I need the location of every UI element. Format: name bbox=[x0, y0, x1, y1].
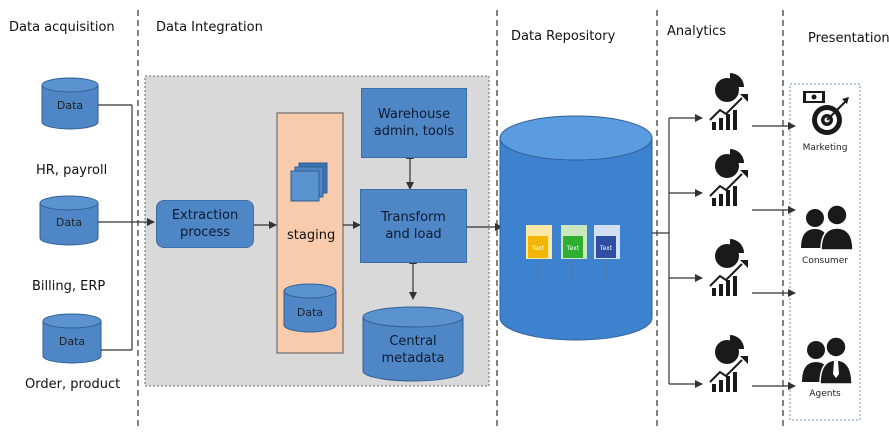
svg-text:Text: Text bbox=[531, 245, 545, 252]
central-metadata-db bbox=[362, 306, 464, 382]
source-db-1 bbox=[41, 77, 99, 130]
header-presentation: Presentation bbox=[808, 31, 889, 46]
staging-db bbox=[283, 283, 337, 333]
staging-db-label: Data bbox=[296, 306, 324, 319]
doc-icon-blue: Text bbox=[594, 225, 620, 283]
source-caption-order: Order, product bbox=[25, 377, 121, 392]
doc-icon-green: Text bbox=[561, 225, 587, 283]
consumer-label: Consumer bbox=[802, 256, 848, 266]
source-db-2-label: Data bbox=[55, 216, 83, 229]
staging-label: staging bbox=[287, 228, 336, 243]
analytics-icon-3 bbox=[709, 239, 748, 296]
analytics-icon-1 bbox=[709, 73, 748, 130]
source-caption-billing: Billing, ERP bbox=[32, 279, 106, 294]
analytics-to-presentation bbox=[752, 122, 796, 390]
svg-text:Text: Text bbox=[599, 245, 613, 252]
target-icon bbox=[803, 91, 849, 135]
integration-arrows bbox=[254, 151, 503, 300]
source-connectors bbox=[98, 104, 155, 351]
header-integration: Data Integration bbox=[156, 20, 263, 35]
analytics-icon-2 bbox=[709, 149, 748, 206]
warehouse-admin-box: Warehouse admin, tools bbox=[361, 88, 467, 158]
doc-icon-yellow: Text bbox=[526, 225, 552, 283]
agents-icon bbox=[802, 336, 853, 385]
extraction-process-box: Extraction process bbox=[156, 200, 254, 248]
source-caption-hr: HR, payroll bbox=[36, 163, 108, 178]
header-repository: Data Repository bbox=[511, 29, 616, 44]
header-acquisition: Data acquisition bbox=[9, 20, 115, 35]
source-db-3 bbox=[42, 313, 102, 364]
repository-docs: Text Text Text bbox=[526, 225, 620, 283]
agents-label: Agents bbox=[809, 389, 841, 399]
staging-pages-icon bbox=[290, 162, 328, 202]
source-db-3-label: Data bbox=[58, 335, 86, 348]
source-db-1-label: Data bbox=[56, 99, 84, 112]
central-metadata-label: Central metadata bbox=[381, 334, 445, 366]
marketing-label: Marketing bbox=[802, 143, 848, 153]
repository-to-analytics bbox=[652, 114, 703, 388]
section-dividers bbox=[137, 10, 784, 430]
consumer-icon bbox=[801, 204, 854, 251]
transform-load-box: Transform and load bbox=[360, 189, 467, 263]
source-db-2 bbox=[39, 195, 99, 246]
analytics-icon-4 bbox=[709, 335, 748, 392]
header-analytics: Analytics bbox=[667, 24, 727, 39]
svg-text:Text: Text bbox=[566, 245, 580, 252]
